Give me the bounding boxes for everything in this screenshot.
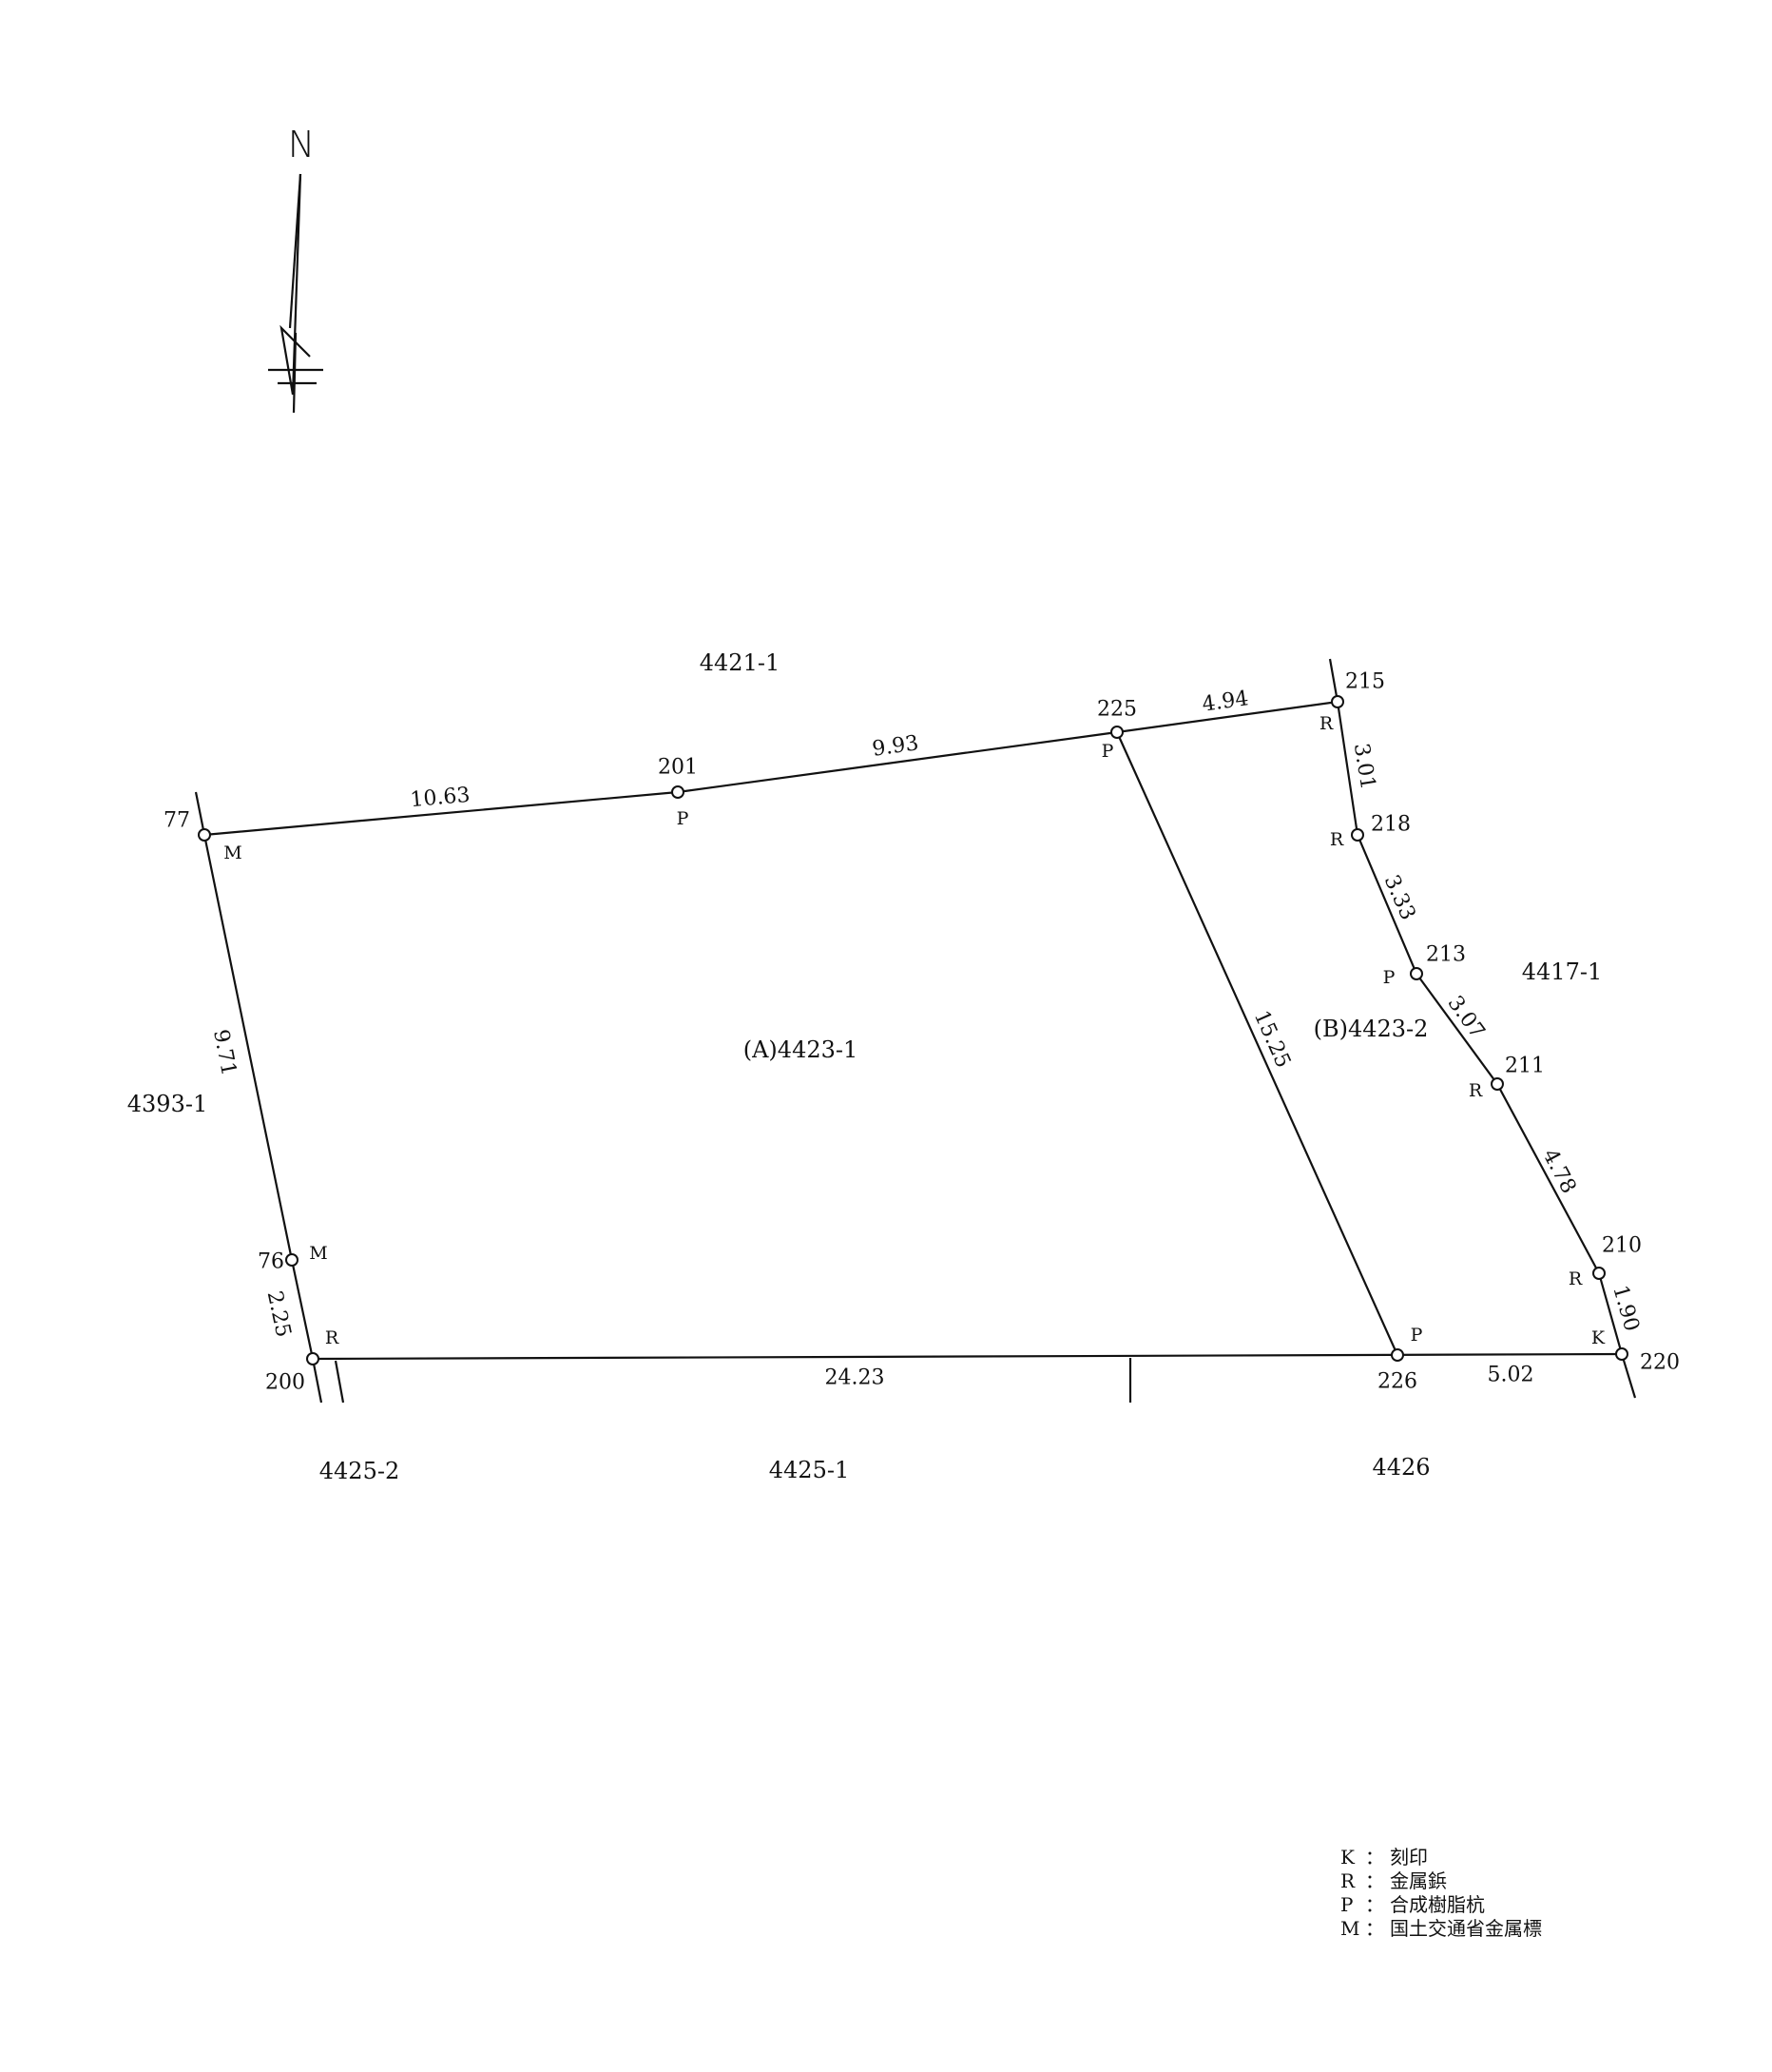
division-line xyxy=(1115,731,1399,1356)
adjacent-lot-line xyxy=(334,1360,345,1404)
point-210-mark: R xyxy=(1569,1268,1583,1289)
parcel-a-boundary xyxy=(203,700,1339,837)
east-boundary xyxy=(1328,658,1637,1399)
south-boundary xyxy=(312,1352,1623,1361)
point-226-marker xyxy=(1391,1348,1404,1362)
legend-sep: ： xyxy=(1365,1893,1384,1916)
point-200-marker xyxy=(306,1352,319,1365)
parcel-east-label: 4417-1 xyxy=(1522,959,1602,985)
point-215-id: 215 xyxy=(1345,670,1385,694)
point-200-id: 200 xyxy=(265,1371,305,1395)
legend-key: P xyxy=(1340,1893,1353,1916)
point-201-mark: P xyxy=(677,808,689,829)
legend-desc: 国土交通省金属標 xyxy=(1390,1917,1542,1940)
point-226-id: 226 xyxy=(1377,1370,1417,1394)
parcel-a-label: (A)4423-1 xyxy=(743,1036,858,1063)
point-215-marker xyxy=(1331,695,1344,708)
distance-225-215: 4.94 xyxy=(1201,687,1250,717)
distance-76-200: 2.25 xyxy=(262,1288,296,1339)
point-76-marker xyxy=(285,1253,299,1267)
legend-key: K xyxy=(1340,1846,1356,1869)
point-226-mark: P xyxy=(1411,1325,1423,1346)
legend-sep: ： xyxy=(1365,1869,1384,1892)
distance-77-201: 10.63 xyxy=(410,784,472,812)
point-210-id: 210 xyxy=(1602,1234,1642,1258)
point-201-marker xyxy=(671,785,684,799)
point-215-mark: R xyxy=(1319,713,1334,734)
point-211-mark: R xyxy=(1469,1080,1483,1101)
distance-215-218: 3.01 xyxy=(1349,742,1379,791)
point-76-id: 76 xyxy=(258,1250,284,1274)
distance-226-220: 5.02 xyxy=(1488,1364,1534,1387)
point-220-id: 220 xyxy=(1640,1351,1680,1375)
point-218-id: 218 xyxy=(1371,813,1411,837)
legend: K ： 刻印 R ： 金属鋲 P ： 合成樹脂杭 M ： 国土交通省金属標 xyxy=(1340,1846,1542,1940)
distance-200-226: 24.23 xyxy=(825,1366,885,1390)
point-220-mark: K xyxy=(1591,1327,1606,1348)
point-211-marker xyxy=(1491,1077,1504,1091)
point-213-id: 213 xyxy=(1426,943,1466,967)
survey-points xyxy=(198,695,1628,1365)
north-label: N xyxy=(288,124,315,165)
point-200-mark: R xyxy=(325,1327,339,1348)
parcel-north-label: 4421-1 xyxy=(700,649,780,676)
point-213-mark: P xyxy=(1383,967,1396,988)
legend-sep: ： xyxy=(1365,1917,1384,1940)
point-218-marker xyxy=(1351,828,1364,842)
point-201-id: 201 xyxy=(658,756,698,780)
point-225-marker xyxy=(1110,726,1124,739)
point-213-marker xyxy=(1410,967,1423,980)
parcel-west-label: 4393-1 xyxy=(127,1091,207,1117)
point-77-marker xyxy=(198,828,211,842)
distance-77-76: 9.71 xyxy=(208,1028,241,1078)
legend-sep: ： xyxy=(1365,1846,1384,1869)
parcel-b-label: (B)4423-2 xyxy=(1314,1016,1429,1042)
legend-desc: 刻印 xyxy=(1390,1846,1428,1869)
point-211-id: 211 xyxy=(1505,1055,1545,1078)
north-arrow-icon: N xyxy=(268,124,323,414)
point-210-marker xyxy=(1592,1267,1606,1280)
point-76-mark: M xyxy=(309,1243,327,1264)
legend-key: R xyxy=(1340,1869,1356,1892)
point-77-mark: M xyxy=(223,842,241,863)
point-218-mark: R xyxy=(1330,829,1344,850)
point-220-marker xyxy=(1615,1347,1628,1361)
legend-desc: 合成樹脂杭 xyxy=(1390,1893,1485,1916)
point-225-id: 225 xyxy=(1097,698,1137,722)
legend-desc: 金属鋲 xyxy=(1390,1869,1447,1892)
west-boundary xyxy=(194,791,323,1404)
point-225-mark: P xyxy=(1102,741,1114,762)
point-77-id: 77 xyxy=(164,809,190,833)
parcel-south-right-label: 4426 xyxy=(1372,1454,1430,1481)
distance-201-225: 9.93 xyxy=(871,731,920,762)
legend-key: M xyxy=(1340,1917,1359,1940)
parcel-south-left-label: 4425-2 xyxy=(319,1458,399,1484)
parcel-south-mid-label: 4425-1 xyxy=(769,1457,849,1483)
